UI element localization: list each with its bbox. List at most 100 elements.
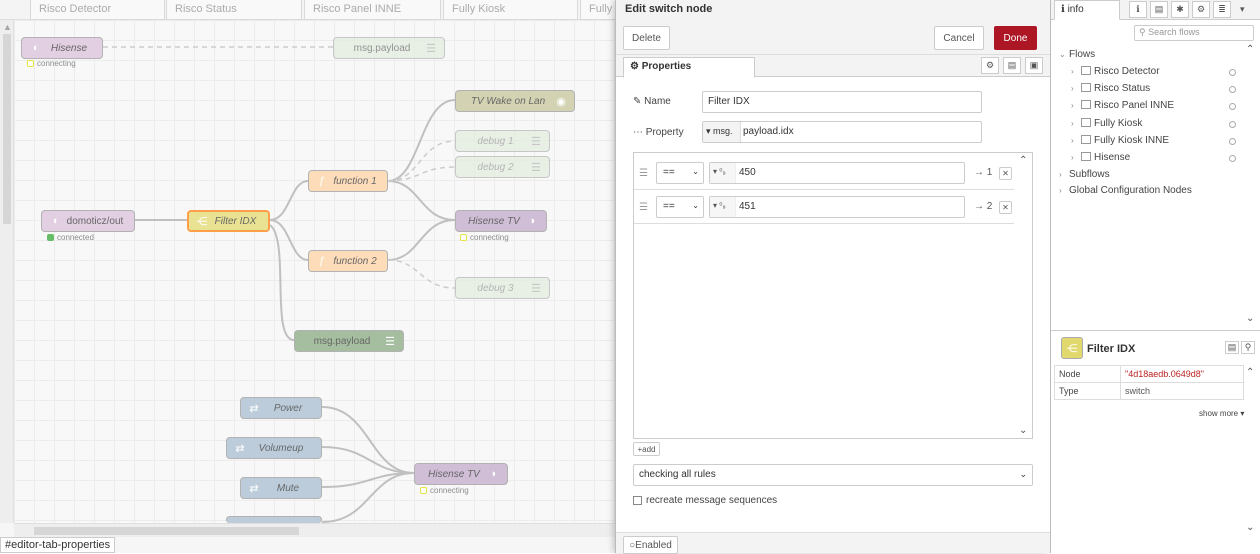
check-mode-select[interactable]: checking all rules ⌄ bbox=[633, 464, 1033, 486]
edit-tray: Edit switch node Delete Cancel Done ⚙ Pr… bbox=[615, 0, 1051, 554]
operator-select[interactable]: ==⌄ bbox=[656, 162, 704, 184]
property-label: ⋯ Property bbox=[633, 127, 684, 138]
node-msg-payload-top[interactable]: msg.payload☰ bbox=[333, 37, 445, 59]
output-number: → 1 bbox=[974, 167, 993, 178]
flow-status-dot bbox=[1229, 121, 1236, 128]
tree-flow-item[interactable]: ›Risco Status bbox=[1071, 83, 1151, 94]
node-debug3[interactable]: debug 3☰ bbox=[455, 277, 550, 299]
caret-icon: ▾ bbox=[706, 126, 714, 136]
workspace[interactable]: Risco Detector Risco Status Risco Panel … bbox=[0, 0, 615, 553]
flow-tab-fully-kiosk[interactable]: Fully Kiosk bbox=[443, 0, 578, 20]
rules-scrollbar[interactable]: ⌃ ⌄ bbox=[1015, 153, 1032, 438]
scroll-thumb[interactable] bbox=[3, 34, 11, 224]
node-filter-idx[interactable]: ⋲Filter IDX bbox=[187, 210, 270, 232]
book-icon[interactable]: ▤ bbox=[1150, 1, 1168, 18]
horizontal-scrollbar[interactable] bbox=[14, 523, 615, 537]
node-tv-wake[interactable]: TV Wake on Lan◉ bbox=[455, 90, 575, 112]
flow-tab-fully[interactable]: Fully bbox=[580, 0, 615, 20]
tab-info[interactable]: ℹ info bbox=[1054, 0, 1120, 20]
vertical-scrollbar[interactable]: ▲ bbox=[0, 20, 14, 523]
node-mute[interactable]: ⇄Mute bbox=[240, 477, 322, 499]
recreate-checkbox[interactable] bbox=[633, 496, 642, 505]
flow-status-dot bbox=[1229, 155, 1236, 162]
search-input[interactable]: ⚲ Search flows bbox=[1134, 25, 1254, 41]
switch-icon: ⋲ bbox=[196, 215, 208, 228]
bug-icon[interactable]: ✱ bbox=[1171, 1, 1189, 18]
chevron-down-icon[interactable]: ⌄ bbox=[1246, 313, 1255, 324]
info-icon[interactable]: ℹ bbox=[1129, 1, 1147, 18]
lightbulb-icon: ◉ bbox=[556, 95, 566, 108]
tree-flow-item[interactable]: ›Fully Kiosk INNE bbox=[1071, 135, 1170, 146]
node-power[interactable]: ⇄Power bbox=[240, 397, 322, 419]
node-partial[interactable] bbox=[226, 516, 322, 523]
flow-icon bbox=[1081, 66, 1091, 75]
flow-icon bbox=[1081, 83, 1091, 92]
drag-handle-icon[interactable]: ☰ bbox=[639, 202, 648, 213]
tree-flow-item[interactable]: ›Fully Kiosk bbox=[1071, 118, 1143, 129]
scroll-thumb[interactable] bbox=[34, 527, 299, 535]
chevron-down-icon[interactable]: ⌄ bbox=[1246, 522, 1255, 533]
enabled-toggle[interactable]: ○ Enabled bbox=[623, 536, 678, 554]
tree-flows[interactable]: ⌄Flows bbox=[1059, 49, 1096, 60]
wifi-icon: ◗ bbox=[490, 468, 498, 480]
book-icon[interactable]: ▤ bbox=[1225, 341, 1239, 354]
delete-button[interactable]: Delete bbox=[623, 26, 670, 50]
node-debug1[interactable]: debug 1☰ bbox=[455, 130, 550, 152]
status-hisense-tv-2: connecting bbox=[420, 486, 469, 495]
chevron-up-icon[interactable]: ⌃ bbox=[1246, 367, 1255, 378]
flow-tab-risco-status[interactable]: Risco Status bbox=[166, 0, 302, 20]
node-debug2[interactable]: debug 2☰ bbox=[455, 156, 550, 178]
done-button[interactable]: Done bbox=[994, 26, 1037, 50]
tree-subflows[interactable]: ›Subflows bbox=[1059, 169, 1110, 180]
settings-icon[interactable]: ⚙ bbox=[981, 57, 999, 74]
flow-icon bbox=[1081, 152, 1091, 161]
node-hisense-tv[interactable]: Hisense TV◗ bbox=[455, 210, 547, 232]
flow-tab-risco-panel-inne[interactable]: Risco Panel INNE bbox=[304, 0, 441, 20]
tree-flow-item[interactable]: ›Hisense bbox=[1071, 152, 1131, 163]
add-rule-button[interactable]: +add bbox=[633, 442, 660, 456]
remove-rule-icon[interactable]: ✕ bbox=[999, 167, 1012, 180]
scroll-up-icon[interactable]: ▲ bbox=[3, 22, 12, 32]
show-more-link[interactable]: show more ▾ bbox=[1199, 409, 1245, 418]
remove-rule-icon[interactable]: ✕ bbox=[999, 201, 1012, 214]
tree-flow-item[interactable]: ›Risco Detector bbox=[1071, 66, 1160, 77]
chevron-down-icon[interactable]: ▾ bbox=[1240, 4, 1245, 14]
search-icon[interactable]: ⚲ bbox=[1241, 341, 1255, 354]
flow-icon bbox=[1081, 100, 1091, 109]
drag-handle-icon[interactable]: ☰ bbox=[639, 168, 648, 179]
operator-select[interactable]: ==⌄ bbox=[656, 196, 704, 218]
ellipsis-icon: ⋯ bbox=[633, 127, 646, 138]
node-hisense-tv-2[interactable]: Hisense TV◗ bbox=[414, 463, 508, 485]
name-input[interactable]: Filter IDX bbox=[702, 91, 982, 113]
node-hisense-top[interactable]: ◖Hisense bbox=[21, 37, 103, 59]
property-type-select[interactable]: ▾ msg. bbox=[703, 122, 741, 142]
inject-icon: ⇄ bbox=[249, 402, 259, 415]
list-icon: ☰ bbox=[385, 335, 395, 348]
chevron-down-icon: ⌄ bbox=[692, 167, 699, 176]
node-volumeup[interactable]: ⇄Volumeup bbox=[226, 437, 322, 459]
cancel-button[interactable]: Cancel bbox=[934, 26, 984, 50]
property-input[interactable]: ▾ msg. payload.idx bbox=[702, 121, 982, 143]
flow-icon bbox=[1081, 118, 1091, 127]
tree-flow-item[interactable]: ›Risco Panel INNE bbox=[1071, 100, 1175, 111]
name-label: ✎ Name bbox=[633, 96, 671, 107]
gear-icon[interactable]: ⚙ bbox=[1192, 1, 1210, 18]
recreate-option: recreate message sequences bbox=[633, 495, 777, 506]
database-icon[interactable]: ≣ bbox=[1213, 1, 1231, 18]
chevron-right-icon: › bbox=[1071, 101, 1074, 110]
tab-properties[interactable]: ⚙ Properties bbox=[623, 57, 755, 78]
node-domoticz[interactable]: ◖domoticz/out bbox=[41, 210, 135, 232]
chevron-up-icon[interactable]: ⌃ bbox=[1246, 44, 1255, 55]
appearance-icon[interactable]: ▣ bbox=[1025, 57, 1043, 74]
tree-global-config[interactable]: ›Global Configuration Nodes bbox=[1059, 185, 1192, 196]
flow-tab-risco-detector[interactable]: Risco Detector bbox=[30, 0, 165, 20]
node-msg-payload[interactable]: msg.payload☰ bbox=[294, 330, 404, 352]
wifi-icon: ◗ bbox=[529, 215, 537, 227]
description-icon[interactable]: ▤ bbox=[1003, 57, 1021, 74]
table-row: Node "4d18aedb.0649d8" bbox=[1054, 365, 1244, 383]
